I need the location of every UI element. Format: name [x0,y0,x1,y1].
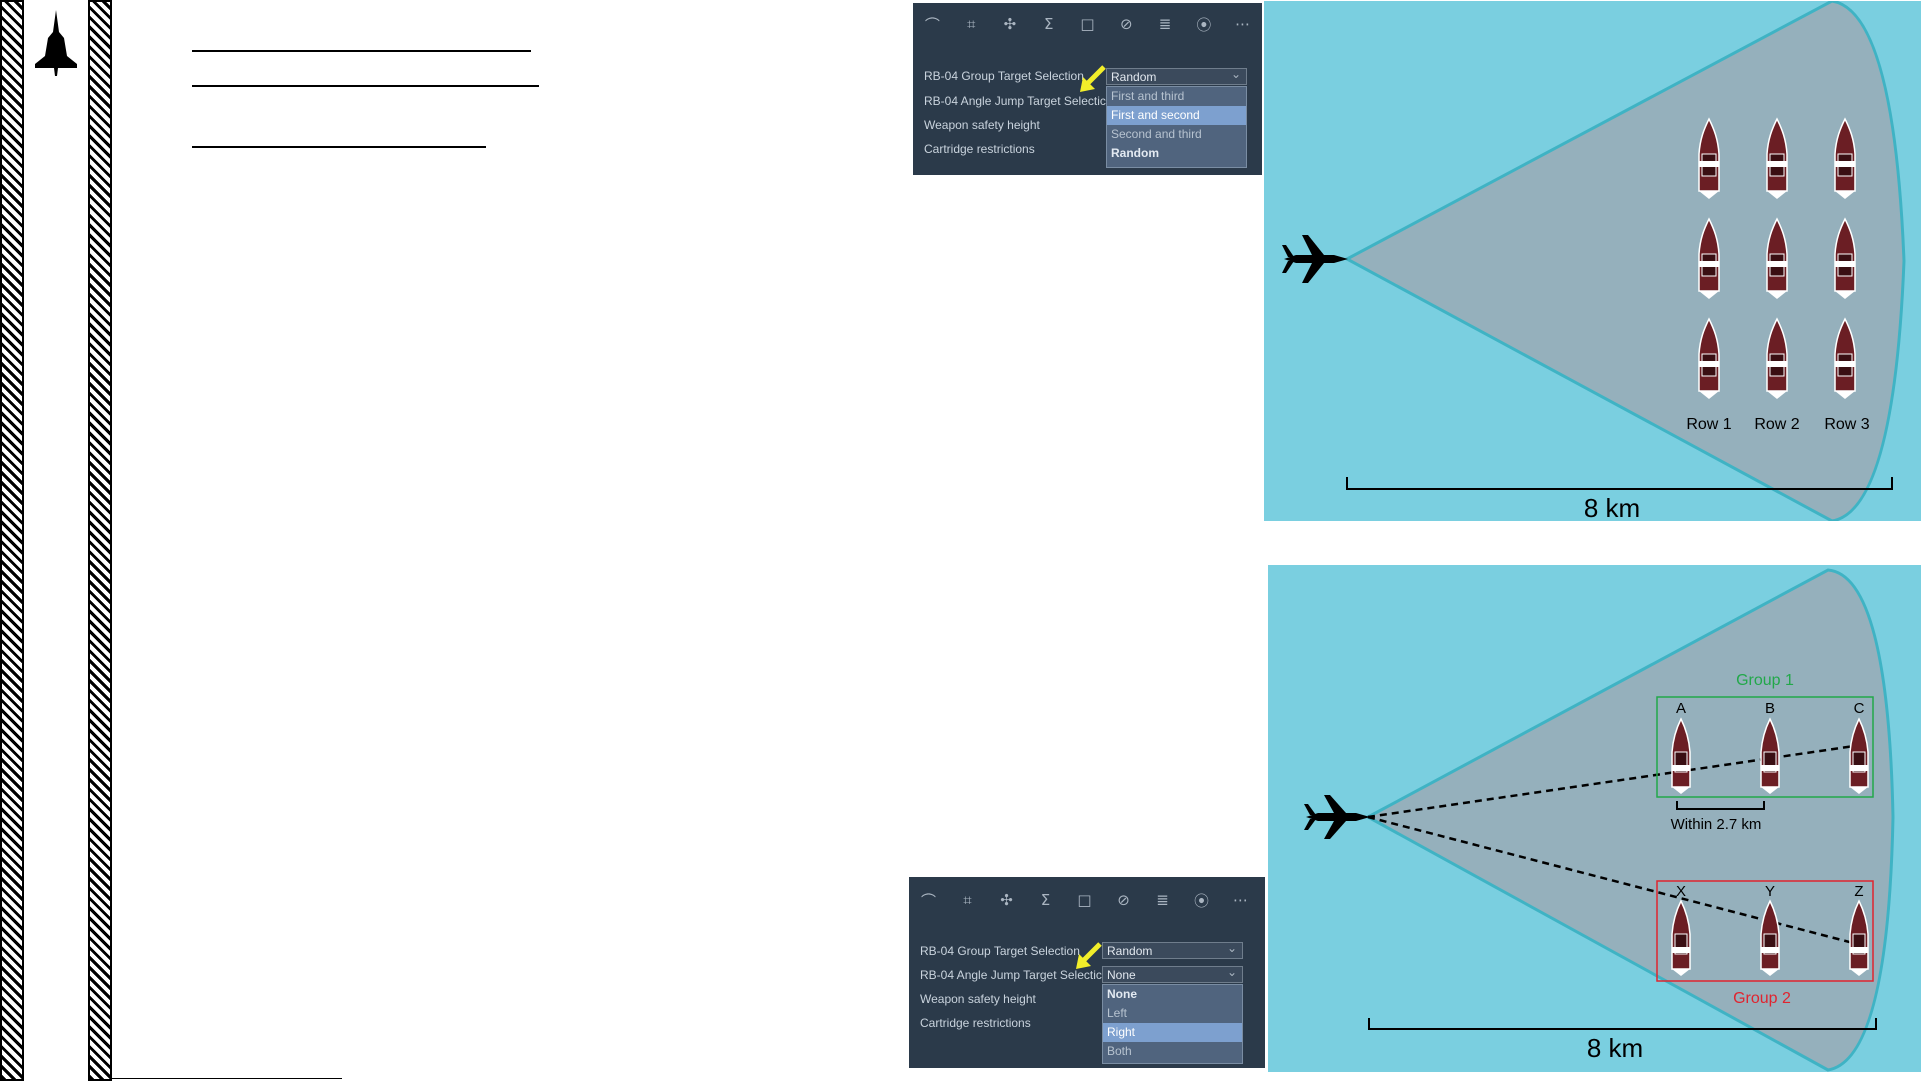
heading-rule-2 [192,85,539,87]
ship-letter-b: B [1765,700,1775,717]
dropdown-option-selected[interactable]: Right [1103,1023,1242,1042]
aircraft-logo-icon [35,10,77,76]
angle-jump-target-select[interactable]: None [1102,964,1243,983]
drone-icon[interactable]: ✣ [1003,15,1017,33]
mission-settings-panel-2: ⌒ ⌗ ✣ Σ □ ⊘ ≣ ⦿ ⋯ RB-04 Group Target Sel… [909,877,1265,1068]
panel-toolbar: ⌒ ⌗ ✣ Σ □ ⊘ ≣ ⦿ ⋯ [913,3,1262,45]
distance-label: Within 2.7 km [1671,816,1762,833]
dropdown-option[interactable]: Random [1111,146,1159,160]
square-icon[interactable]: □ [1080,15,1095,33]
more-icon[interactable]: ⋯ [1235,15,1251,33]
cartridge-restrictions-label: Cartridge restrictions [920,1016,1031,1030]
dropdown-option[interactable]: Both [1107,1044,1132,1058]
weapon-safety-height-label: Weapon safety height [920,992,1036,1006]
dropdown-option[interactable]: Left [1107,1006,1128,1020]
group-target-dropdown: First and third First and second Second … [1106,86,1247,168]
panel-toolbar: ⌒ ⌗ ✣ Σ □ ⊘ ≣ ⦿ ⋯ [909,879,1265,921]
mission-settings-panel-1: ⌒ ⌗ ✣ Σ □ ⊘ ≣ ⦿ ⋯ RB-04 Group Target Sel… [913,3,1262,175]
yellow-arrow-icon [1076,942,1102,969]
scale-bar [1368,1018,1877,1030]
group-target-selection-select[interactable]: Random [1106,66,1247,85]
ship-letter-c: C [1854,700,1865,717]
group-target-selection-select[interactable]: Random [1102,940,1243,959]
more-icon[interactable]: ⋯ [1233,891,1248,909]
angle-jump-target-label: RB-04 Angle Jump Target Selectic [924,94,1106,108]
ship-letter-a: A [1676,700,1686,717]
scale-label: 8 km [1587,1033,1643,1063]
list-icon[interactable]: ≣ [1158,15,1172,33]
group-2-box [1656,880,1874,982]
distance-bracket [1676,801,1765,810]
cartridge-restrictions-label: Cartridge restrictions [924,142,1035,156]
sigma-icon[interactable]: Σ [1040,891,1051,909]
row-2-label: Row 2 [1754,416,1799,433]
scale-bar [1346,477,1893,490]
group-targeting-diagram: Group 1 A B C Within 2.7 km X Y Z Group … [1268,565,1921,1072]
dropdown-option[interactable]: None [1107,987,1137,1001]
ship-letter-y: Y [1765,883,1775,900]
weapon-safety-height-label: Weapon safety height [924,118,1040,132]
bracket-icon[interactable]: ⌗ [966,15,976,33]
no-icon[interactable]: ⊘ [1117,891,1130,909]
left-hatch-bar [0,0,24,1081]
sigma-icon[interactable]: Σ [1043,15,1054,33]
drone-icon[interactable]: ✣ [1000,891,1013,909]
route-icon[interactable]: ⌒ [924,15,940,34]
footer-rule [112,1078,342,1079]
angle-jump-target-label: RB-04 Angle Jump Target Selectic [920,968,1102,982]
row-targeting-diagram: Row 1 Row 2 Row 3 8 km [1264,1,1921,521]
antenna-icon[interactable]: ⦿ [1193,891,1209,910]
aim-line-group-2 [1367,815,1862,947]
group-target-selection-label: RB-04 Group Target Selection [920,944,1080,958]
scale-label: 8 km [1584,493,1640,521]
dropdown-option[interactable]: First and third [1111,89,1185,103]
dropdown-option-selected[interactable]: First and second [1107,106,1246,125]
square-icon[interactable]: □ [1077,891,1092,909]
antenna-icon[interactable]: ⦿ [1196,15,1212,34]
ship-letter-z: Z [1854,883,1863,900]
group-1-box [1656,696,1874,798]
group-target-selection-label: RB-04 Group Target Selection [924,69,1084,83]
ship-letter-x: X [1676,883,1686,900]
heading-rule-1 [192,50,531,52]
list-icon[interactable]: ≣ [1156,891,1169,909]
row-1-label: Row 1 [1686,416,1731,433]
bracket-icon[interactable]: ⌗ [963,891,972,909]
angle-jump-dropdown: None Left Right Both [1102,984,1243,1064]
heading-rule-3 [192,146,486,148]
yellow-arrow-icon [1080,65,1106,92]
no-icon[interactable]: ⊘ [1120,15,1133,33]
route-icon[interactable]: ⌒ [920,891,936,910]
right-hatch-bar [88,0,112,1081]
group-1-label: Group 1 [1736,672,1794,689]
row-3-label: Row 3 [1824,416,1869,433]
dropdown-option[interactable]: Second and third [1111,127,1202,141]
group-2-label: Group 2 [1733,990,1791,1007]
